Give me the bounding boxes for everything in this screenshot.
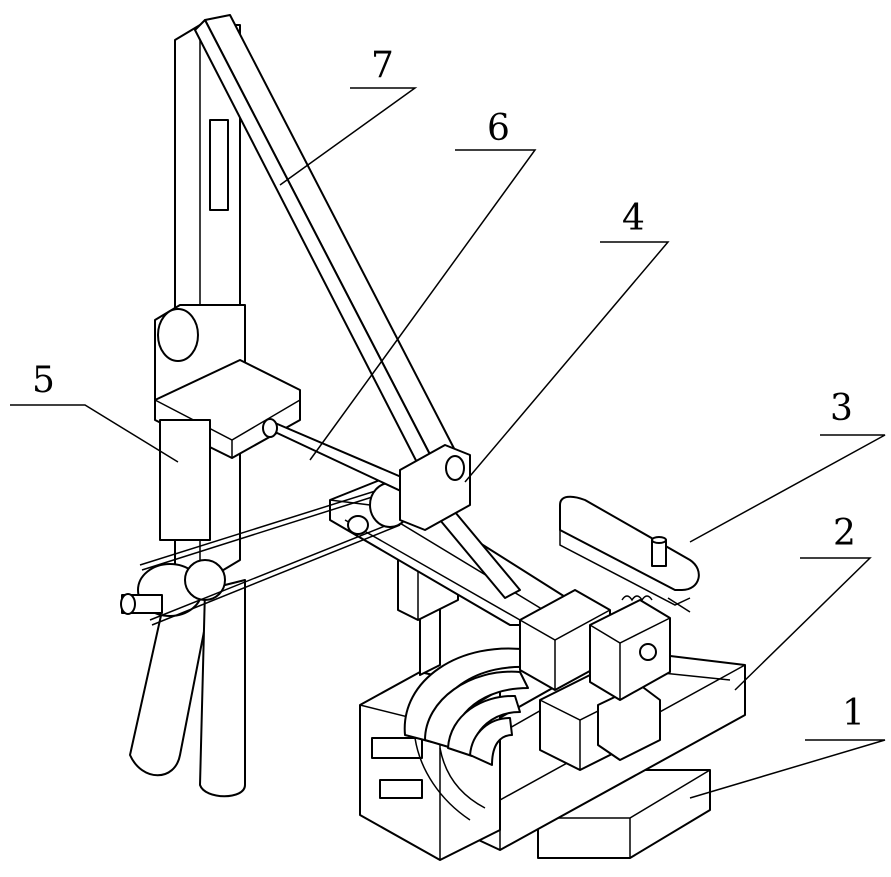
shaft bbox=[263, 419, 420, 500]
callout-7: 7 bbox=[371, 45, 394, 86]
callout-3: 3 bbox=[830, 388, 853, 429]
callout-2: 2 bbox=[833, 513, 856, 554]
callout-6: 6 bbox=[487, 108, 510, 149]
callout-5: 5 bbox=[32, 360, 55, 401]
callout-1: 1 bbox=[842, 693, 865, 734]
callout-4: 4 bbox=[622, 198, 645, 239]
